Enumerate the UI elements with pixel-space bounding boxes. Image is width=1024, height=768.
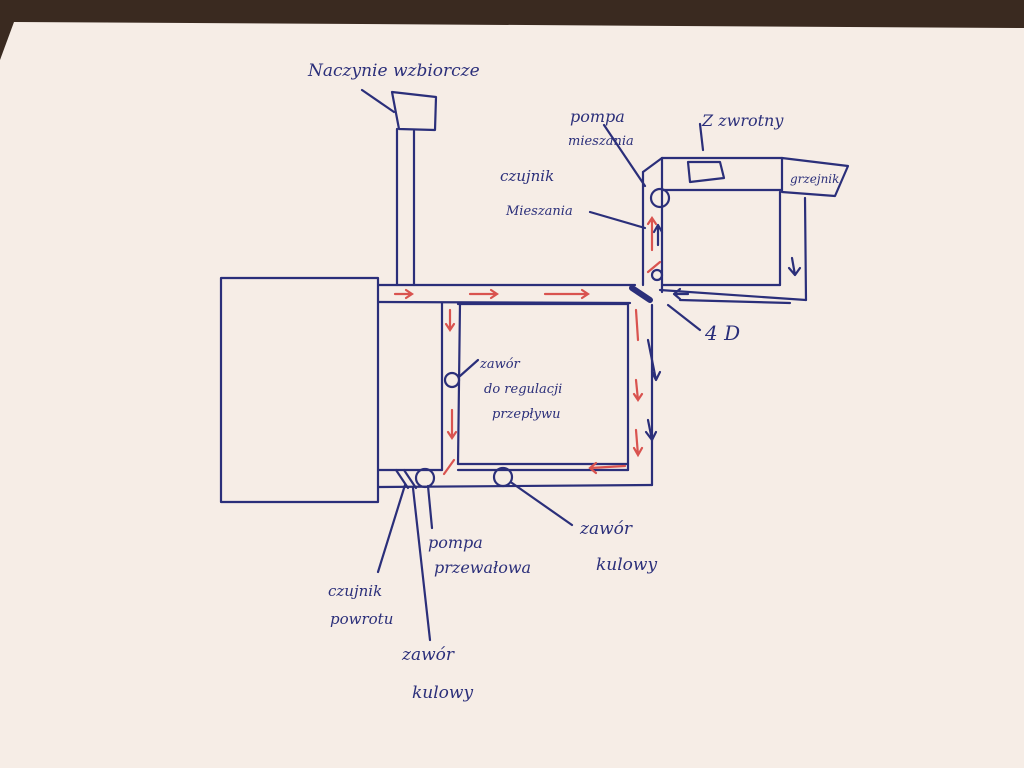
ball-valve-1-icon bbox=[492, 466, 514, 488]
four-way-pointer bbox=[666, 303, 702, 332]
return-from-radiator bbox=[658, 288, 808, 305]
four-way-valve-icon bbox=[629, 285, 653, 303]
flow-arrow-red bbox=[442, 458, 456, 476]
flow-arrows-red bbox=[393, 216, 662, 476]
supply-pipe bbox=[377, 283, 637, 305]
flow-arrow-blue bbox=[672, 287, 690, 301]
mixing-pump-icon bbox=[649, 187, 671, 209]
ball-valve-1-pointer bbox=[510, 481, 574, 527]
loop-inner bbox=[456, 302, 630, 466]
flow-arrow-red bbox=[634, 308, 640, 342]
label-mixing-sensor-line1: czujnik bbox=[500, 167, 554, 185]
flow-arrow-red bbox=[543, 288, 590, 300]
radiator-shape bbox=[780, 156, 850, 198]
label-regulating-valve-line1: zawór bbox=[479, 357, 521, 372]
circulation-pump-pointer bbox=[426, 484, 434, 530]
radiator-return-pipe bbox=[778, 190, 808, 302]
check-valve-pointer bbox=[698, 122, 705, 152]
label-mixing-sensor-line2: Mieszania bbox=[505, 204, 573, 219]
radiator-branch bbox=[660, 156, 784, 287]
label-mixing-pump-line2: mieszania bbox=[568, 134, 634, 149]
regulating-valve-pointer bbox=[458, 358, 480, 378]
expansion-tank-pointer bbox=[360, 88, 396, 114]
label-radiator: grzejnik bbox=[790, 172, 839, 186]
label-ball-valve-2-line2: kulowy bbox=[412, 683, 473, 703]
flow-arrow-blue bbox=[652, 223, 664, 247]
expansion-tank-pipe bbox=[395, 127, 416, 287]
mixing-sensor-pointer bbox=[588, 210, 647, 230]
flow-arrow-blue bbox=[787, 256, 802, 277]
riser-elbow bbox=[641, 156, 664, 174]
flow-arrow-red bbox=[632, 378, 644, 402]
check-valve-shape bbox=[686, 160, 726, 184]
flow-arrow-red bbox=[588, 461, 627, 475]
right-vertical-pipe bbox=[626, 302, 654, 487]
flow-arrow-red bbox=[393, 288, 414, 300]
label-return-sensor-line2: powrotu bbox=[330, 610, 393, 628]
label-expansion-tank: Naczynie wzbiorcze bbox=[307, 61, 480, 81]
ball-valve-2-pointer bbox=[411, 486, 432, 642]
label-check-valve: Z zwrotny bbox=[701, 111, 784, 130]
boiler-box bbox=[219, 276, 380, 504]
flow-arrow-red bbox=[646, 260, 662, 274]
flow-regulating-valve-icon bbox=[443, 371, 461, 389]
return-sensor-pointer bbox=[376, 483, 407, 574]
label-ball-valve-2-line1: zawór bbox=[401, 645, 455, 665]
label-ball-valve-1-line2: kulowy bbox=[596, 555, 657, 575]
four-way-valve-knob bbox=[650, 268, 664, 282]
flow-arrow-red bbox=[446, 408, 458, 440]
flow-arrow-blue bbox=[644, 418, 658, 442]
label-circulation-pump-line2: przewałowa bbox=[434, 558, 531, 577]
label-return-sensor-line1: czujnik bbox=[328, 582, 382, 600]
label-four-way-valve: 4 D bbox=[704, 321, 740, 345]
flow-arrow-red bbox=[646, 216, 658, 252]
label-circulation-pump-line1: pompa bbox=[428, 533, 483, 552]
mixing-pump-pointer bbox=[602, 123, 647, 188]
label-ball-valve-1-line1: zawór bbox=[579, 519, 633, 539]
label-regulating-valve-line3: przepływu bbox=[492, 407, 560, 422]
flow-arrow-red bbox=[468, 288, 499, 300]
paper-sheet bbox=[0, 22, 1024, 768]
flow-arrow-red bbox=[632, 428, 644, 458]
label-mixing-pump-line1: pompa bbox=[570, 107, 625, 126]
expansion-tank-shape bbox=[390, 90, 438, 132]
label-regulating-valve-line2: do regulacji bbox=[484, 382, 562, 397]
flow-arrow-blue bbox=[646, 338, 662, 382]
flow-arrow-red bbox=[444, 308, 456, 332]
circulation-pump-icon bbox=[414, 467, 436, 489]
